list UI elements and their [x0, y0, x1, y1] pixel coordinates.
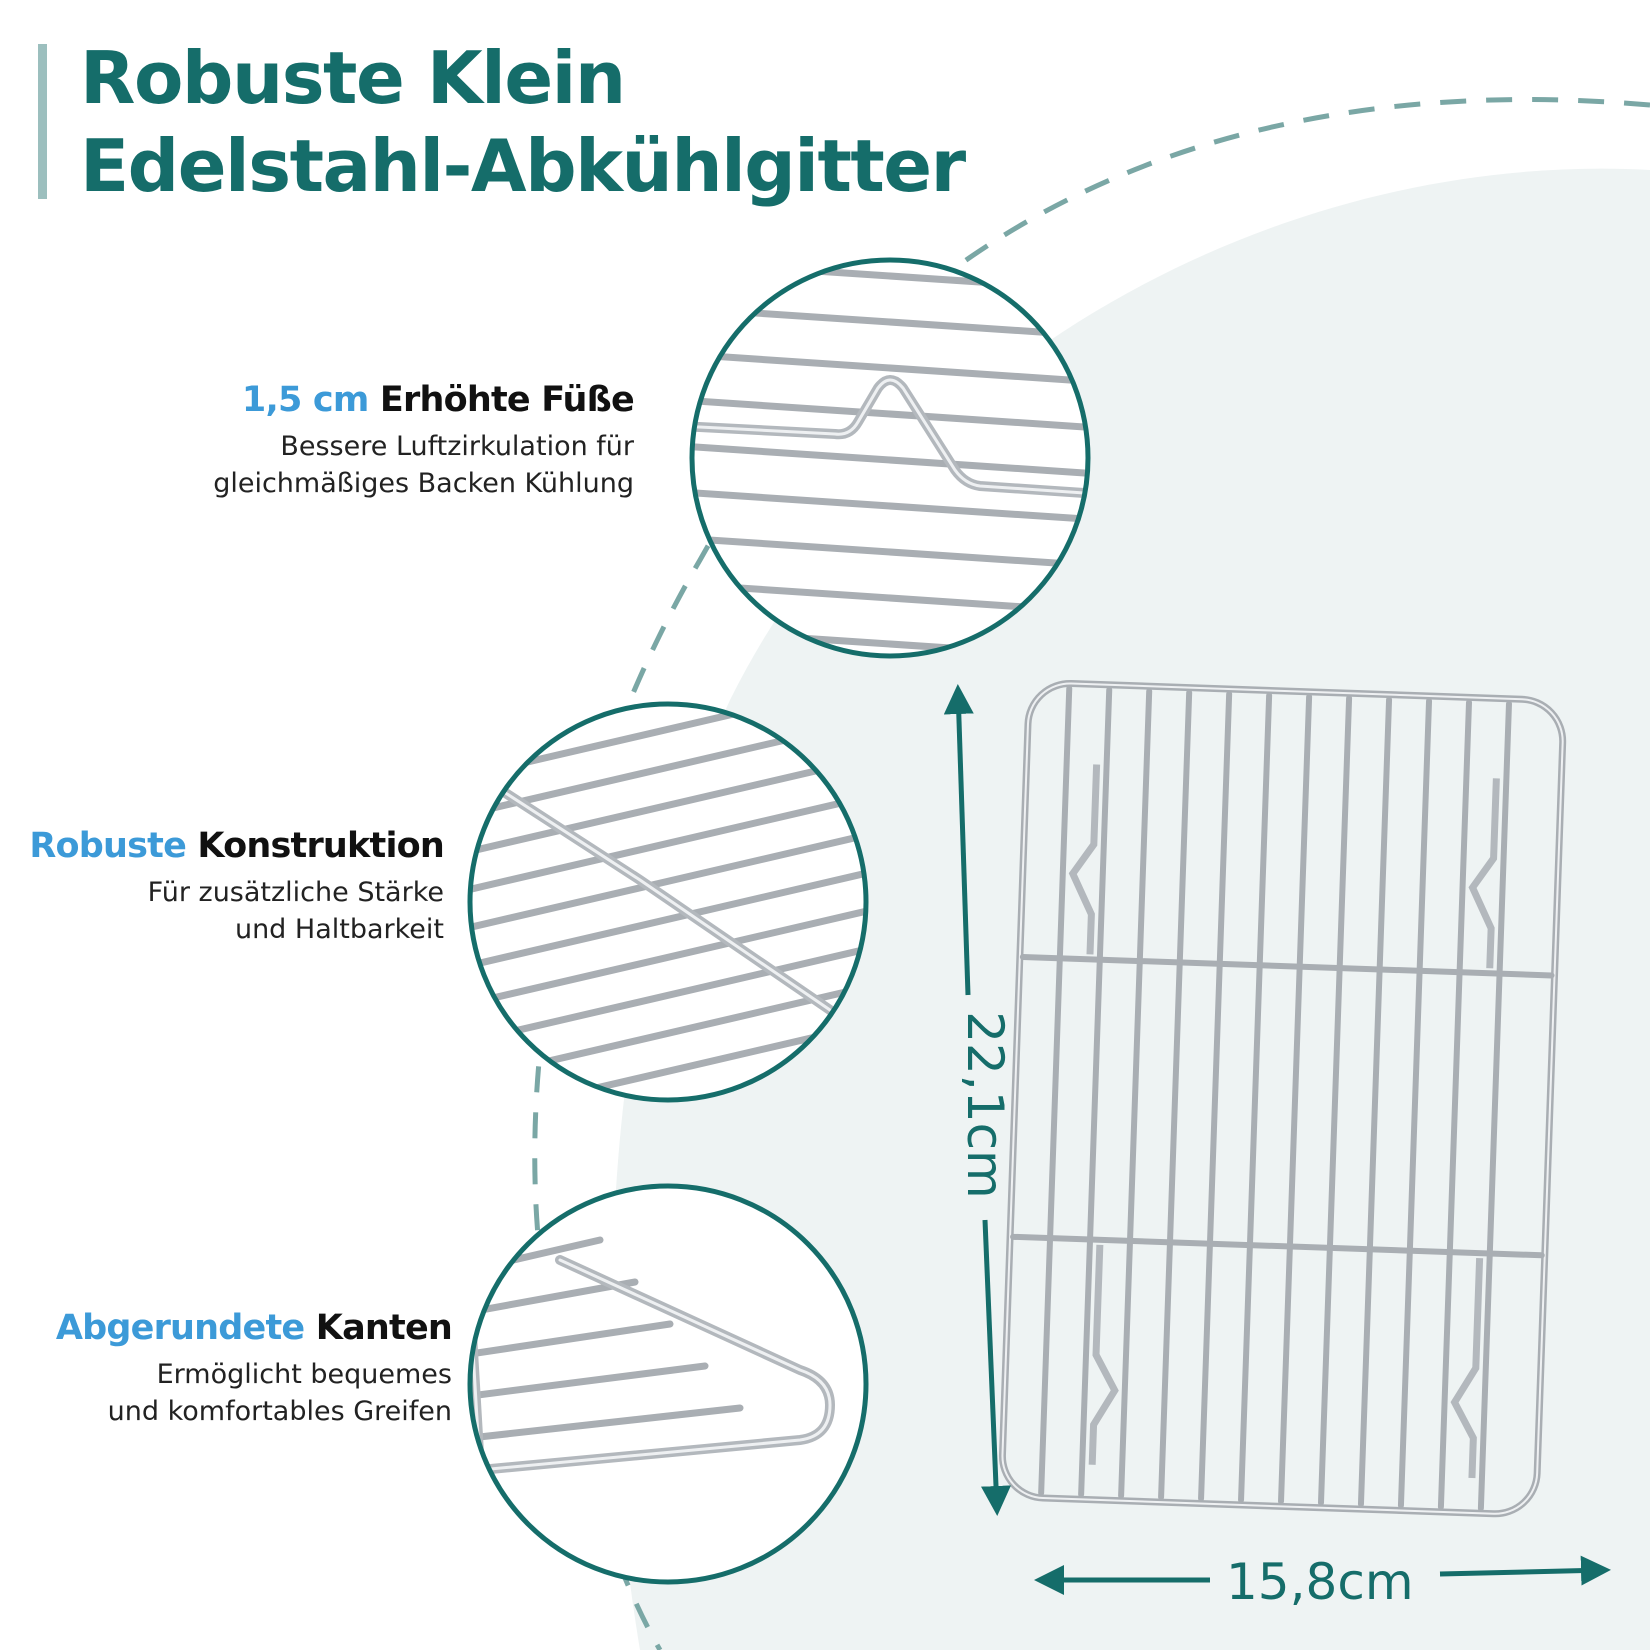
feature-description: Bessere Luftzirkulation für gleichmäßige… [213, 428, 634, 502]
rack-vertical-wire [1038, 685, 1073, 1496]
feature-desc-line-1: Ermöglicht bequemes [156, 1359, 452, 1390]
wire [692, 534, 1088, 570]
wire [470, 1320, 674, 1358]
wire [470, 752, 866, 860]
wire [692, 442, 1088, 478]
rack-foot-right-bottom [1450, 1257, 1484, 1479]
feature-label: Konstruktion [197, 826, 444, 866]
title-line-1: Robuste Klein [80, 36, 626, 120]
rack-cross-wire [1010, 1233, 1545, 1259]
rack-vertical-wire [1397, 698, 1433, 1509]
rounded-edge-closeup [470, 1186, 866, 1582]
feature-rounded-edges: Abgerundete Kanten Ermöglicht bequemes u… [55, 1306, 453, 1430]
wire [470, 866, 866, 974]
feature-heading: Robuste Konstruktion [29, 824, 444, 868]
wire [470, 790, 866, 898]
rack-vertical-wire [1118, 688, 1153, 1499]
page-title: Robuste Klein Edelstahl-Abkühlgitter [80, 34, 966, 210]
rack-vertical-wire [1238, 692, 1273, 1503]
rack-vertical-wire [1357, 696, 1393, 1508]
feature-raised-feet: 1,5 cm Erhöhte Füße Bessere Luftzirkulat… [213, 378, 635, 502]
rack-foot-left-bottom [1088, 1244, 1119, 1465]
height-dimension-label: 22,1cm [956, 1011, 1014, 1199]
rack-vertical-wire [1437, 699, 1473, 1510]
wire [470, 828, 866, 936]
feature-desc-line-2: und Haltbarkeit [234, 914, 444, 945]
rack-foot-left-top [1068, 764, 1101, 955]
construction-closeup [470, 704, 866, 1100]
feature-desc-line-2: und komfortables Greifen [107, 1396, 452, 1427]
rack-vertical-wire [1158, 689, 1193, 1501]
rack-foot-right-top [1468, 778, 1500, 969]
feature-accent: Abgerundete [55, 1308, 305, 1348]
title-accent-bar [38, 44, 47, 199]
rack-cross-wire [1019, 953, 1555, 979]
feature-description: Ermöglicht bequemes und komfortables Gre… [56, 1356, 452, 1430]
feature-accent: Robuste [29, 826, 187, 866]
feature-desc-line-1: Bessere Luftzirkulation für [280, 431, 634, 462]
width-dimension-label: 15,8cm [1226, 1553, 1414, 1611]
rack-vertical-wire [1317, 695, 1353, 1506]
feature-description: Für zusätzliche Stärke und Haltbarkeit [29, 874, 444, 948]
feature-heading: 1,5 cm Erhöhte Füße [213, 378, 635, 422]
feature-label: Erhöhte Füße [379, 380, 635, 420]
rack-vertical-wire [1198, 691, 1233, 1502]
wire [470, 1404, 744, 1442]
wire [692, 350, 1088, 386]
wire [470, 942, 866, 1050]
feature-desc-line-1: Für zusätzliche Stärke [147, 877, 444, 908]
feature-label: Kanten [315, 1308, 453, 1348]
wire [692, 396, 1088, 432]
feature-accent: 1,5 cm [241, 380, 369, 420]
wire [470, 904, 866, 1012]
feature-construction: Robuste Konstruktion Für zusätzliche Stä… [29, 824, 444, 948]
feature-desc-line-2: gleichmäßiges Backen Kühlung [213, 468, 634, 499]
height-arrow-bottom [981, 1219, 1011, 1516]
width-arrow-right [1439, 1555, 1611, 1586]
title-line-2: Edelstahl-Abkühlgitter [80, 124, 966, 208]
wire [692, 488, 1088, 524]
cooling-rack [998, 679, 1567, 1518]
feature-heading: Abgerundete Kanten [55, 1306, 453, 1350]
rack-vertical-wire [1477, 700, 1512, 1512]
wire [470, 1362, 709, 1400]
height-arrow-top [943, 684, 974, 996]
rack-vertical-wire [1278, 693, 1313, 1505]
rack-vertical-wire [1078, 686, 1113, 1498]
